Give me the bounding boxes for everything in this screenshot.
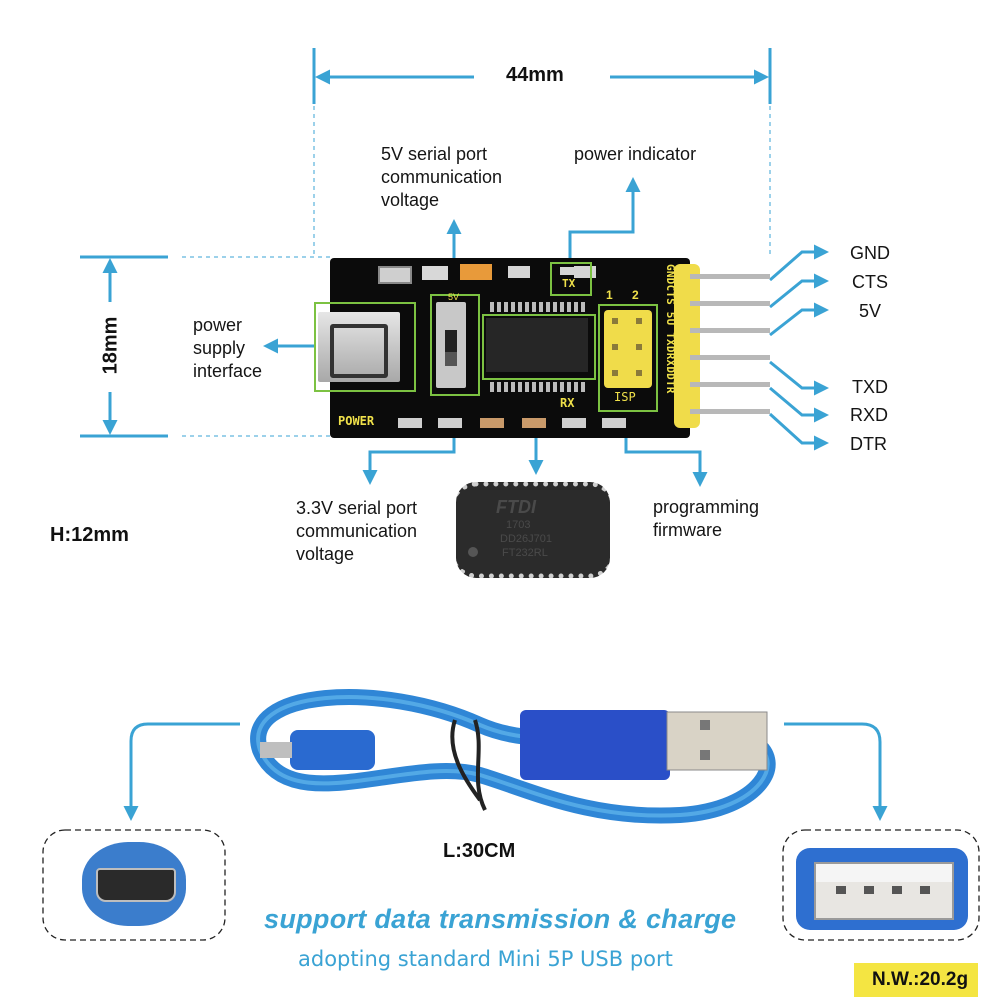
tx-silkscreen: TX — [562, 277, 576, 290]
ftdi-chip-closeup: FTDI 1703 DD26J701 FT232RL — [456, 482, 610, 578]
power-silkscreen: POWER — [338, 414, 375, 428]
programming-callout: programming firmware — [653, 497, 760, 540]
power-supply-callout: power supply interface — [193, 315, 263, 381]
pin-label-dtr: DTR — [850, 434, 887, 454]
pin-arrows — [768, 244, 829, 451]
usb-a-closeup — [796, 848, 968, 930]
height-label: H:12mm — [50, 524, 129, 546]
length-dimension — [312, 48, 772, 255]
cable-length-label: L:30CM — [443, 840, 516, 862]
header-silkscreen: GNDCTS 5U TXDRXDDTR — [664, 264, 677, 394]
usb-a-frame — [782, 829, 980, 941]
slogan: support data transmission & charge — [264, 904, 737, 934]
switch-5v-callout: 5V serial port communication voltage — [381, 144, 503, 210]
pin-label-rxd: RXD — [850, 405, 889, 425]
isp-col-1: 1 — [606, 288, 613, 302]
isp-header: ISP — [598, 304, 658, 412]
isp-silkscreen: ISP — [614, 390, 636, 404]
usb-cable — [250, 689, 776, 824]
pin-label-txd: TXD — [852, 377, 888, 397]
isp-col-2: 2 — [632, 288, 639, 302]
sub-slogan: adopting standard Mini 5P USB port — [298, 947, 673, 971]
header-pins — [690, 274, 770, 424]
usb-a-arrow — [784, 722, 888, 821]
length-label: 44mm — [506, 64, 564, 86]
voltage-switch: 5V — [430, 292, 480, 396]
mini-usb-arrow — [123, 722, 240, 821]
mini-usb-port — [314, 302, 416, 392]
power-indicator-callout: power indicator — [574, 144, 697, 164]
net-weight-badge: N.W.:20.2g — [854, 963, 979, 997]
power-indicator-led: TX — [550, 262, 592, 296]
width-dimension — [80, 255, 330, 438]
mini-usb-closeup — [82, 842, 186, 926]
width-label: 18mm — [99, 316, 122, 375]
ftdi-board: TX 5V RX 1 2 ISP POWER GNDCTS 5U TXDRXDD… — [314, 258, 700, 438]
power-indicator-arrow — [568, 177, 641, 262]
pin-label-gnd: GND — [850, 243, 890, 263]
rx-silkscreen: RX — [560, 396, 575, 410]
mini-usb-frame — [42, 829, 226, 941]
pin-label-cts: CTS — [852, 272, 888, 292]
ftdi-chip — [482, 302, 596, 392]
pin-label-5v: 5V — [859, 301, 882, 321]
switch-3v3-callout: 3.3V serial port communication voltage — [296, 498, 418, 564]
pin-header — [674, 264, 700, 428]
